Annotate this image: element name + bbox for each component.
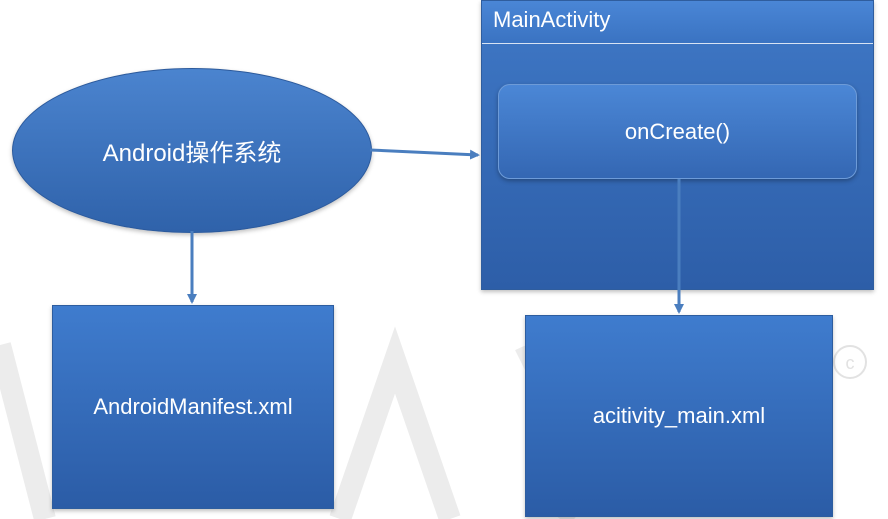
oncreate-label: onCreate(): [624, 118, 731, 144]
android-os-node: Android操作系统: [12, 68, 372, 233]
main-activity-title: MainActivity: [482, 1, 873, 44]
svg-text:c: c: [846, 353, 855, 373]
edge-os-to-mainactivity: [369, 148, 480, 160]
oncreate-node: onCreate(): [498, 84, 857, 179]
activity-main-node: acitivity_main.xml: [525, 315, 833, 517]
android-manifest-label: AndroidManifest.xml: [93, 394, 293, 419]
android-manifest-node: AndroidManifest.xml: [52, 305, 334, 509]
android-os-label: Android操作系统: [102, 140, 282, 167]
activity-main-label: acitivity_main.xml: [592, 403, 766, 428]
